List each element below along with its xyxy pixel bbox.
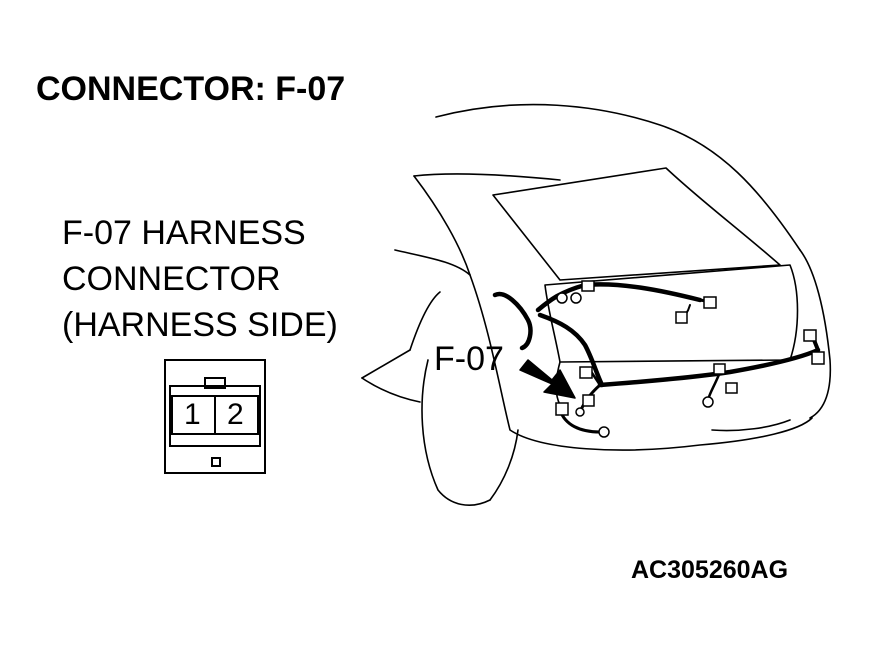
harness-connectors: [555, 280, 825, 438]
wiring-harness: [492, 282, 821, 434]
harness-label-line-2: CONNECTOR: [62, 260, 281, 298]
pin-label-2: 2: [227, 398, 244, 431]
harness-connector-icon: [164, 359, 266, 474]
page-title: CONNECTOR: F-07: [36, 70, 346, 108]
callout-label: F-07: [434, 340, 504, 378]
harness-connector-label: F-07 HARNESS CONNECTOR (HARNESS SIDE): [62, 210, 338, 348]
vehicle-rear-icon: [361, 103, 832, 506]
figure-id: AC305260AG: [631, 556, 789, 584]
harness-label-line-1: F-07 HARNESS: [62, 214, 306, 252]
callout-arrow-icon: [519, 359, 576, 399]
pin-label-1: 1: [184, 398, 201, 431]
harness-label-line-3: (HARNESS SIDE): [62, 306, 338, 344]
